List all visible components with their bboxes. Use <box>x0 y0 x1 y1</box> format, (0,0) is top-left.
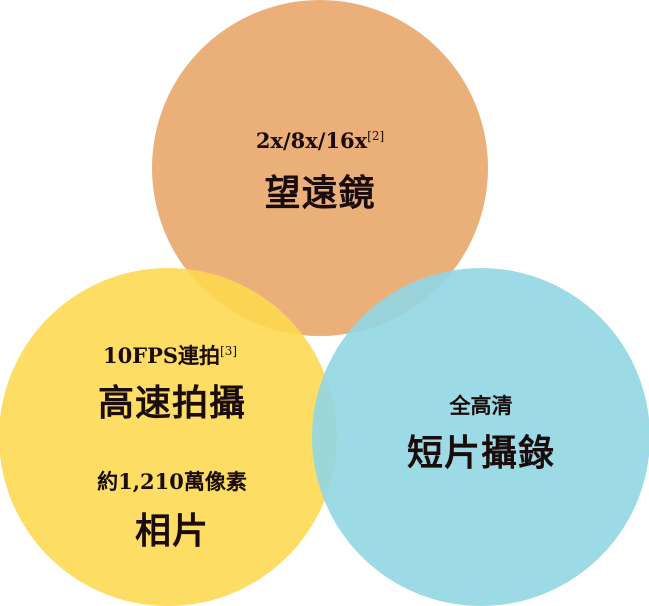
burst-fps-text: 10FPS連拍 <box>102 343 221 368</box>
telescope-footnote[interactable]: [2] <box>367 129 385 143</box>
burst-title: 高速拍攝 <box>97 382 247 424</box>
video-circle <box>312 268 649 606</box>
photo-subtitle: 約1,210萬像素 <box>97 469 247 494</box>
video-subtitle: 全高清 <box>449 393 513 418</box>
telescope-subtitle: 2x/8x/16x[2] <box>256 128 384 153</box>
burst-footnote[interactable]: [3] <box>220 344 238 358</box>
telescope-zoom-text: 2x/8x/16x <box>255 128 368 153</box>
telescope-title: 望遠鏡 <box>264 172 376 214</box>
video-title: 短片攝錄 <box>406 432 556 474</box>
photo-title: 相片 <box>134 510 210 552</box>
burst-circle <box>0 268 337 606</box>
burst-subtitle: 10FPS連拍[3] <box>103 340 237 370</box>
telescope-circle <box>152 0 488 336</box>
